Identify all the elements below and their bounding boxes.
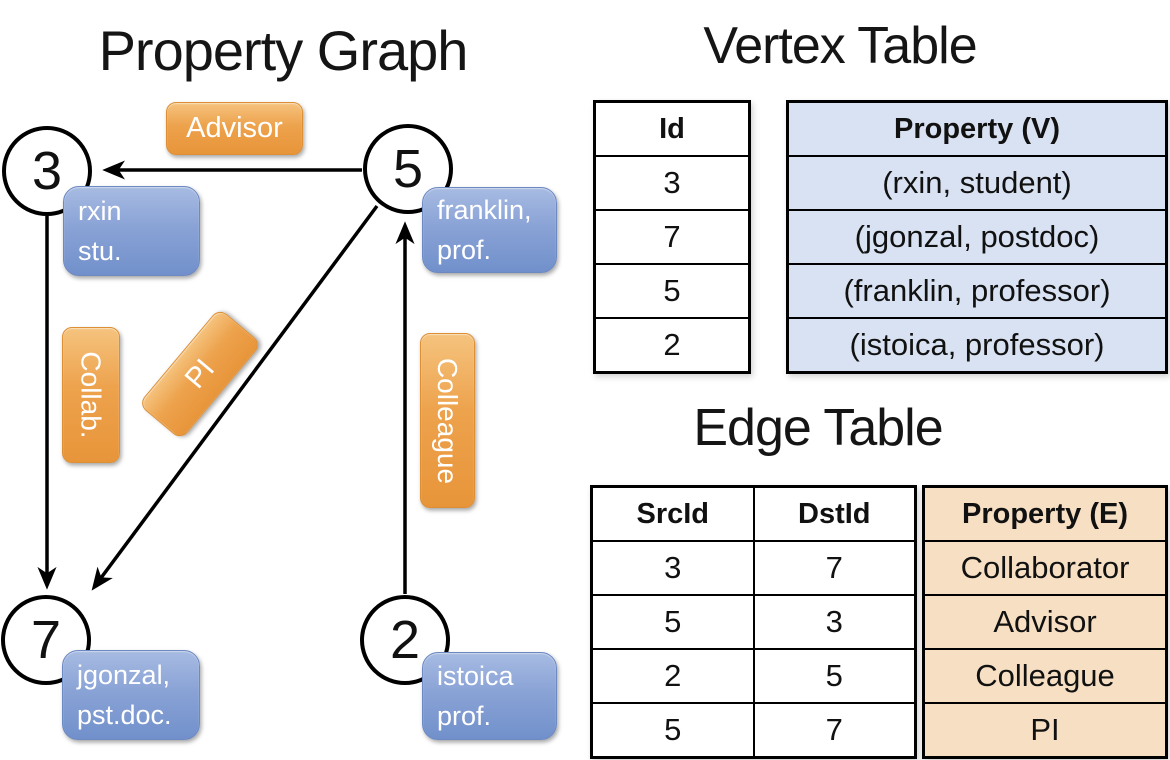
- edge-srcid-cell: 5: [593, 704, 753, 756]
- edge-label-text: Advisor: [186, 112, 283, 144]
- edge-dstid-cell: 5: [754, 650, 914, 702]
- vertex-property-cell: (jgonzal, postdoc): [789, 211, 1165, 263]
- node-id-label: 3: [31, 141, 63, 201]
- vertex-id-cell: 3: [596, 157, 748, 209]
- vertex-property-box-2: istoica prof.: [422, 652, 557, 740]
- vertex-property-cell: (franklin, professor): [789, 265, 1165, 317]
- edge-property-cell: PI: [925, 704, 1165, 756]
- vertex-property-cell: (rxin, student): [789, 157, 1165, 209]
- vertex-id-cell: 7: [596, 211, 748, 263]
- edge-srcid-header: SrcId: [593, 488, 753, 540]
- vertex-id-cell: 5: [596, 265, 748, 317]
- edge-srcid-cell: 5: [593, 596, 753, 648]
- vertex-property-line: prof.: [437, 235, 492, 265]
- edge-label-text: Colleague: [432, 357, 464, 484]
- vertex-property-line: stu.: [78, 236, 122, 266]
- edge-property-cell: Advisor: [925, 596, 1165, 648]
- edge-label-colleague: Colleague: [420, 333, 475, 508]
- edge-property-cell: Colleague: [925, 650, 1165, 702]
- vertex-property-line: istoica: [437, 660, 514, 691]
- edge-dstid-cell: 3: [754, 596, 914, 648]
- edge-dstid-header: DstId: [754, 488, 914, 540]
- edge-property-cell: Collaborator: [925, 542, 1165, 594]
- edge-srcid-cell: 2: [593, 650, 753, 702]
- vertex-property-cell: (istoica, professor): [789, 319, 1165, 371]
- edge-dstid-cell: 7: [754, 704, 914, 756]
- vertex-table-title: Vertex Table: [703, 17, 977, 75]
- edge-label-collab: Collab.: [62, 327, 120, 463]
- edge-label-text: PI: [178, 352, 221, 395]
- vertex-property-header: Property (V): [789, 103, 1165, 155]
- vertex-table-id-column: Id 3 7 5 2: [593, 100, 751, 374]
- vertex-table-property-column: Property (V) (rxin, student) (jgonzal, p…: [786, 100, 1168, 374]
- vertex-property-line: franklin,: [437, 194, 532, 225]
- edge-line-pi-5-7: [91, 204, 379, 591]
- vertex-property-line: prof.: [437, 701, 492, 731]
- vertex-property-line: rxin: [78, 195, 122, 226]
- edge-label-advisor: Advisor: [166, 102, 303, 155]
- node-id-label: 2: [389, 610, 421, 670]
- vertex-id-cell: 2: [596, 319, 748, 371]
- edge-property-header: Property (E): [925, 488, 1165, 540]
- edge-dstid-cell: 7: [754, 542, 914, 594]
- graph-edges: [37, 160, 415, 594]
- graph-node-5: 5: [363, 124, 453, 214]
- vertex-property-line: jgonzal,: [77, 659, 171, 690]
- edge-table-src-dst-columns: SrcId DstId 3 7 5 3 2 5 5 7: [590, 485, 917, 759]
- vertex-property-line: pst.doc.: [77, 700, 172, 730]
- vertex-property-box-7: jgonzal, pst.doc.: [62, 650, 200, 740]
- graph-node-2: 2: [360, 595, 450, 685]
- vertex-property-box-5: franklin, prof.: [422, 187, 557, 273]
- node-id-label: 7: [30, 610, 62, 670]
- edge-label-text: Collab.: [76, 351, 108, 439]
- node-id-label: 5: [392, 139, 424, 199]
- vertex-property-box-3: rxin stu.: [63, 186, 200, 276]
- edge-srcid-cell: 3: [593, 542, 753, 594]
- vertex-id-header: Id: [596, 103, 748, 155]
- edge-table-property-column: Property (E) Collaborator Advisor Collea…: [922, 485, 1168, 759]
- edge-table-title: Edge Table: [693, 399, 943, 457]
- property-graph-title: Property Graph: [98, 19, 469, 82]
